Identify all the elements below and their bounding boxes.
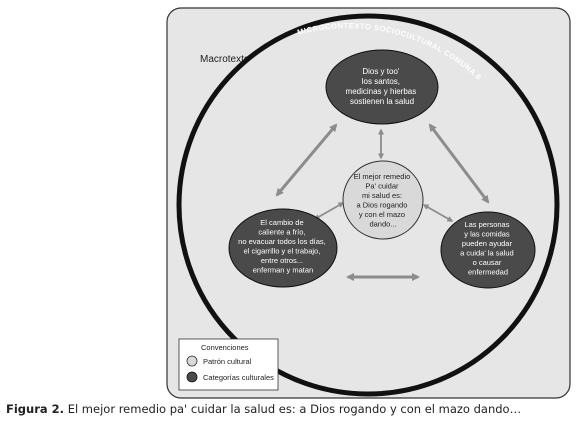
node-center-line: Pa' cuidar [365, 182, 399, 191]
node-center-line: y con el mazo [359, 210, 405, 219]
node-left-line: enferman y matan [253, 266, 313, 275]
node-center-line: dando... [369, 220, 396, 229]
node-right-line: enfermedad [468, 268, 508, 277]
node-left-line: el cigarrillo y el trabajo, [244, 247, 321, 256]
legend-item-label: Categorías culturales [203, 373, 274, 382]
node-top [325, 49, 439, 125]
node-top-line: los santos, [362, 77, 400, 86]
node-center-text: El mejor remedio Pa' cuidar mi salud es:… [354, 172, 413, 229]
arrow-top-right [428, 123, 490, 204]
node-right-line: pueden ayudar [462, 239, 513, 248]
arrow-center-right [422, 204, 454, 222]
node-right-line: a cuida' la salud [460, 249, 514, 258]
legend-swatch-light [186, 355, 198, 367]
node-right-line: o causar [473, 258, 502, 267]
macrotext-label: Macrotexto [200, 54, 250, 65]
node-left-line: caliente a frío, [258, 228, 305, 237]
diagram-figure: Macrotexto MICROCONTEXTO SOCIOCULTURAL C… [166, 7, 571, 399]
node-left [228, 208, 338, 288]
node-center-line: El mejor remedio [354, 172, 411, 181]
node-left-line: entre otros... [261, 256, 303, 265]
arrow-center-left [313, 202, 345, 220]
arrow-top-left [275, 123, 338, 197]
node-top-line: Dios y too' [362, 67, 400, 76]
node-center-line: a Dios rogando [357, 201, 408, 210]
node-left-text: El cambio de caliente a frío, no evacuar… [238, 218, 328, 275]
node-center-line: mi salud es: [362, 191, 402, 200]
caption-text: El mejor remedio pa' cuidar la salud es:… [67, 402, 522, 416]
node-top-line: sostienen la salud [350, 97, 414, 106]
legend-title: Convenciones [201, 343, 249, 352]
node-top-line: medicinas y hierbas [346, 87, 417, 96]
node-right-text: Las personas y las comidas pueden ayudar… [460, 220, 516, 277]
node-left-line: El cambio de [260, 218, 303, 227]
node-center [342, 160, 424, 240]
node-right-line: y las comidas [464, 230, 510, 239]
node-right-line: Las personas [464, 220, 509, 229]
node-right [440, 211, 536, 289]
caption-prefix: Figura 2. [6, 402, 65, 416]
node-left-line: no evacuar todos los días, [238, 237, 326, 246]
legend-swatch-dark [186, 371, 198, 383]
node-top-text: Dios y too' los santos, medicinas y hier… [346, 67, 419, 106]
figure-caption: Figura 2. El mejor remedio pa' cuidar la… [6, 402, 521, 416]
legend-item-label: Patrón cultural [203, 357, 252, 366]
